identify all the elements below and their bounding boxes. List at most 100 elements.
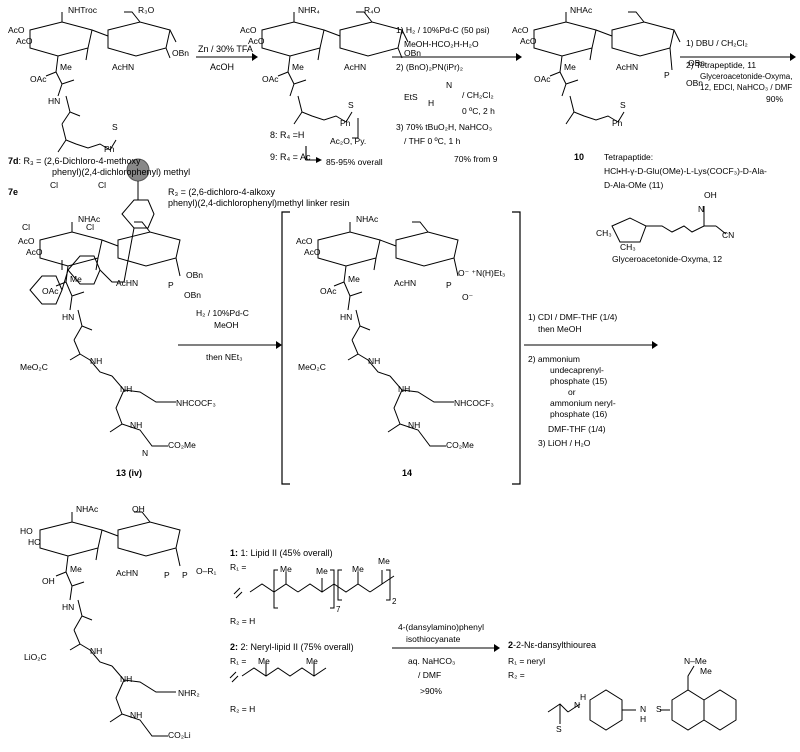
compound-14-structure <box>317 221 459 447</box>
arrow4-catalyst: H₂ / 10%Pd-C <box>196 308 249 318</box>
arrow6-reagent: 4-(dansylamino)phenyl <box>398 622 484 632</box>
c14-hn: HN <box>340 312 353 322</box>
c7d-caption-line1: 7d: R₃ = (2,6-Dichloro-4-methoxy <box>8 156 141 166</box>
c1-hn: HN <box>62 602 75 612</box>
compound-10-structure <box>533 11 681 125</box>
c13-obn-2: OBn <box>184 290 202 300</box>
lipid-ii-repeat-7: 7 <box>336 605 341 614</box>
c1-achn: AcHN <box>116 568 139 578</box>
overall-yield-8-9: 85-95% overall <box>326 157 383 167</box>
c13-co2me: CO₂Me <box>168 440 196 450</box>
lipid-ii-me-2: Me <box>316 566 328 576</box>
arrow3-oxyma: Glyceroacetonide-Oxyma, <box>700 72 793 81</box>
c14-nh-1: NH <box>368 356 381 366</box>
c1-oh-bottom: OH <box>42 576 55 586</box>
c7d-caption-line2: phenyl)(2,4-dichlorophenyl) methyl <box>52 167 191 177</box>
reaction-arrow-5 <box>524 341 658 349</box>
arrow3-step1: 1) DBU / CH₂Cl₂ <box>686 38 748 48</box>
tetrapeptide-title: Tetrapaptide: <box>604 152 654 162</box>
c1-lio2c: LiO₂C <box>24 652 47 662</box>
arrow6-solvent: / DMF <box>418 670 442 680</box>
arrow2-ch2cl2: / CH₂Cl₂ <box>462 90 494 100</box>
oxyma-12-structure <box>611 206 727 243</box>
c14-aco-1: AcO <box>296 236 313 246</box>
c10-label: 10 <box>574 152 585 162</box>
arrow5-undecaprenyl: undecaprenyl- <box>550 365 604 375</box>
c7d-aco-2: AcO <box>16 36 33 46</box>
compound-7d-structure <box>29 11 177 153</box>
tetrapeptide-line1: HCl•H-γ-D-Glu(OMe)-L-Lys(COCF₃)-D-Ala- <box>604 166 767 176</box>
c8-obn: OBn <box>404 48 422 58</box>
c1-nh-1: NH <box>90 646 103 656</box>
c8-oac: OAc <box>262 74 279 84</box>
c1-oh-top: OH <box>132 504 145 514</box>
arrow5-step1: 1) CDI / DMF-THF (1/4) <box>528 312 618 322</box>
reaction-arrow-3 <box>680 53 796 61</box>
neryl-lipid-ii-title: 2: 2: Neryl-lipid II (75% overall) <box>230 642 354 652</box>
lipid-ii-repeat-2: 2 <box>392 597 397 606</box>
c9-caption: 9: R₄ = Ac <box>270 152 311 162</box>
c10-aco-1: AcO <box>512 25 529 35</box>
c7d-achn: AcHN <box>112 62 135 72</box>
c13-meo2c: MeO₂C <box>20 362 48 372</box>
arrow2-temp1: 0 ºC, 2 h <box>462 106 495 116</box>
c1-p-2: P <box>182 570 188 580</box>
tetrazole-h: H <box>428 98 435 108</box>
arrow4-base: then NEt₃ <box>206 352 243 362</box>
c13-achn: AcHN <box>116 278 139 288</box>
c10-me: Me <box>564 62 576 72</box>
c8-caption: 8: R₄ =H <box>270 130 305 140</box>
bracket-right <box>512 211 521 485</box>
arrow2-step3: 3) 70% tBuO₂H, NaHCO₃ <box>396 122 493 132</box>
arrow1-solvent: AcOH <box>210 62 235 72</box>
arrow5-neryl: ammonium neryl- <box>550 398 616 408</box>
c14-achn: AcHN <box>394 278 417 288</box>
c13-hn: HN <box>62 312 75 322</box>
reaction-arrow-acylation <box>305 146 322 163</box>
oxyma-cn: CN <box>722 230 735 240</box>
c7d-oac: OAc <box>30 74 47 84</box>
c8-achn: AcHN <box>344 62 367 72</box>
reaction-arrow-4 <box>178 341 282 349</box>
c13-me: Me <box>70 274 82 284</box>
c10-ph: Ph <box>612 118 623 128</box>
c14-aco-2: AcO <box>304 247 321 257</box>
c7e-cl-3: Cl <box>86 222 95 232</box>
compound-13-structure <box>39 221 181 447</box>
c10-nhac: NHAc <box>570 5 593 15</box>
c14-nhcocf3: NHCOCF₃ <box>454 398 494 408</box>
lipid-ii-me-1: Me <box>280 564 292 574</box>
c1-ho-1: HO <box>20 526 33 536</box>
c1-nh-2: NH <box>120 674 133 684</box>
arrow5-solvent: DMF-THF (1/4) <box>548 424 606 434</box>
lipid-ii-r1: R₁ = <box>230 562 247 572</box>
neryl-me-2: Me <box>306 656 318 666</box>
c14-co2me: CO₂Me <box>446 440 474 450</box>
compound-8-structure <box>261 11 409 139</box>
reaction-arrow-2 <box>392 53 522 61</box>
c8-ph: Ph <box>340 118 351 128</box>
c10-obn-1: OBn <box>688 58 706 68</box>
c14-nh-3: NH <box>408 420 421 430</box>
neryl-chain <box>229 662 327 683</box>
c1-p-1: P <box>164 570 170 580</box>
arrow2-solvent1: MeOH-HCO₂H-H₂O <box>404 39 479 49</box>
reaction-arrow-1 <box>196 53 258 61</box>
product-title: 2-2-Nε-dansylthiourea <box>508 640 597 650</box>
c14-o-minus: O⁻ <box>462 292 474 302</box>
arrow5-step3: 3) LiOH / H₂O <box>538 438 591 448</box>
neryl-me-1: Me <box>258 656 270 666</box>
c10-achn: AcHN <box>616 62 639 72</box>
arrow2-step2: 2) (BnO)₂PN(iPr)₂ <box>396 62 464 72</box>
compound-7e-structure <box>29 158 155 305</box>
arrow6-yield: >90% <box>420 686 442 696</box>
c7d-hn: HN <box>48 96 61 106</box>
c8-r4o: R₄O <box>364 5 381 15</box>
c13-n: N <box>142 448 149 458</box>
arrow2-step1: 1) H₂ / 10%Pd-C (50 psi) <box>396 25 490 35</box>
c1-or1: O–R₁ <box>196 566 217 576</box>
c10-oac: OAc <box>534 74 551 84</box>
c14-meo2c: MeO₂C <box>298 362 326 372</box>
product-so2: S <box>656 704 662 714</box>
c13-p: P <box>168 280 174 290</box>
